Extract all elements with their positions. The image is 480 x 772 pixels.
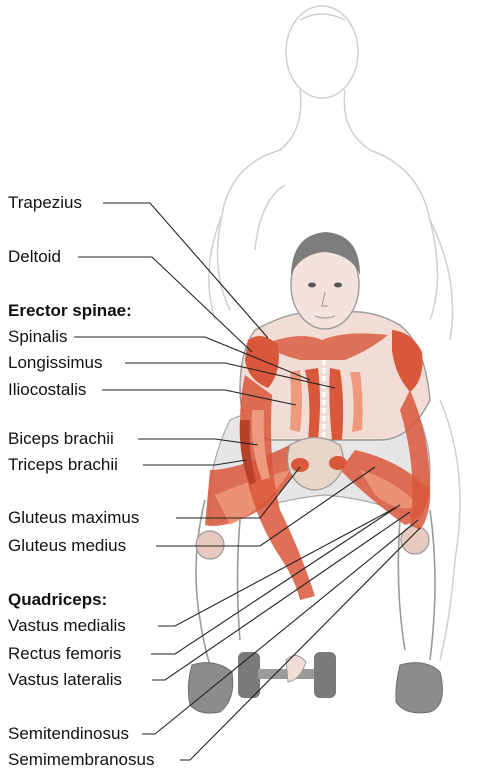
- label-triceps-brachii: Triceps brachii: [8, 455, 118, 475]
- left-shoe: [188, 663, 232, 713]
- right-eye: [334, 283, 342, 288]
- background-left-arm: [209, 215, 222, 320]
- label-longissimus: Longissimus: [8, 353, 103, 373]
- right-shin-outline: [430, 510, 435, 660]
- left-shin-inner-outline: [238, 520, 241, 640]
- label-trapezius: Trapezius: [8, 193, 82, 213]
- gluteus-medius-muscle: [329, 456, 347, 470]
- gluteus-maximus-muscle: [291, 458, 309, 472]
- label-semitendinosus: Semitendinosus: [8, 724, 129, 744]
- label-spinalis: Spinalis: [8, 327, 68, 347]
- label-erector-spinae-header: Erector spinae:: [8, 301, 132, 321]
- label-rectus-femoris: Rectus femoris: [8, 644, 121, 664]
- background-hair: [300, 14, 345, 20]
- label-biceps-brachii: Biceps brachii: [8, 429, 114, 449]
- background-head: [286, 6, 358, 98]
- background-left-shoulder: [218, 90, 301, 310]
- label-iliocostalis: Iliocostalis: [8, 380, 86, 400]
- left-eye: [308, 283, 316, 288]
- label-vastus-lateralis: Vastus lateralis: [8, 670, 122, 690]
- label-quadriceps-header: Quadriceps:: [8, 590, 107, 610]
- dumbbell-left-weight: [238, 652, 260, 698]
- label-vastus-medialis: Vastus medialis: [8, 616, 126, 636]
- label-deltoid: Deltoid: [8, 247, 61, 267]
- background-right-leg: [440, 400, 460, 660]
- right-shoe: [396, 663, 443, 713]
- label-semimembranosus: Semimembranosus: [8, 750, 154, 770]
- background-chest: [255, 185, 285, 250]
- longissimus-muscle: [329, 368, 343, 440]
- dumbbell-right-weight: [314, 652, 336, 698]
- label-gluteus-medius: Gluteus medius: [8, 536, 126, 556]
- label-gluteus-maximus: Gluteus maximus: [8, 508, 139, 528]
- left-knee: [196, 531, 224, 559]
